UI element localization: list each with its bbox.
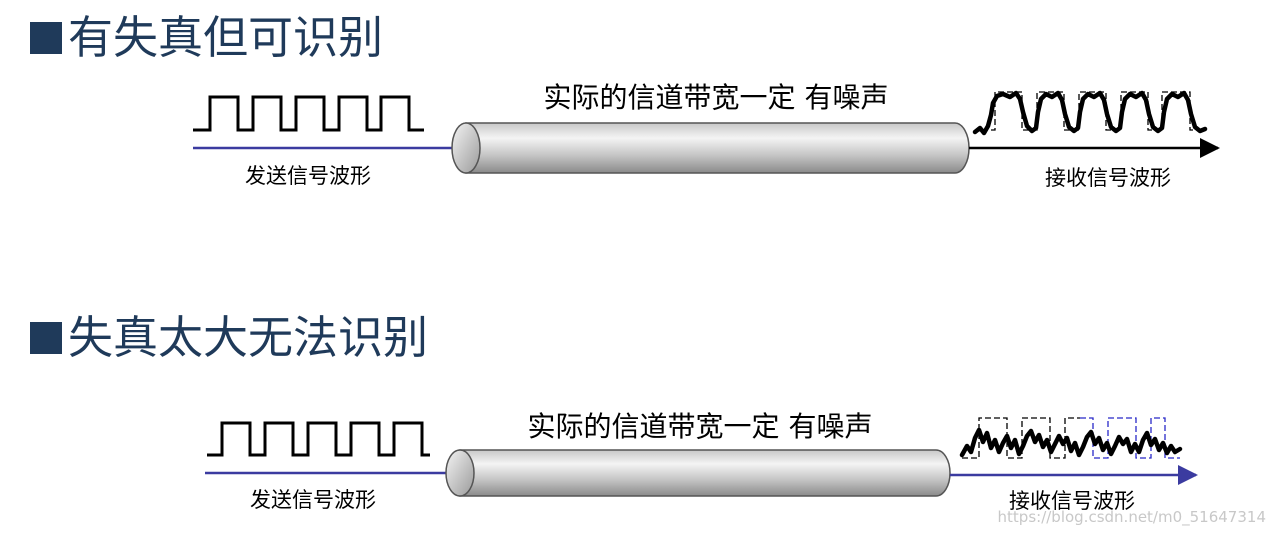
send-label: 发送信号波形 xyxy=(245,164,371,188)
receive-waveform xyxy=(962,430,1180,455)
send-waveform xyxy=(207,423,430,455)
channel-label: 实际的信道带宽一定 有噪声 xyxy=(544,81,889,114)
send-label: 发送信号波形 xyxy=(250,488,376,512)
watermark: https://blog.csdn.net/m0_51647314 xyxy=(998,508,1266,527)
panel-1: 发送信号波形 实际的信道带宽一定 有噪声 接收信号波形 xyxy=(193,81,1218,190)
receive-label: 接收信号波形 xyxy=(1045,166,1171,190)
receive-waveform xyxy=(975,93,1205,133)
send-waveform xyxy=(193,97,424,130)
channel-cylinder xyxy=(446,450,950,496)
panel-2: 发送信号波形 实际的信道带宽一定 有噪声 接收信号波形 xyxy=(205,410,1196,513)
channel-label: 实际的信道带宽一定 有噪声 xyxy=(528,410,873,443)
channel-cylinder xyxy=(452,123,969,173)
